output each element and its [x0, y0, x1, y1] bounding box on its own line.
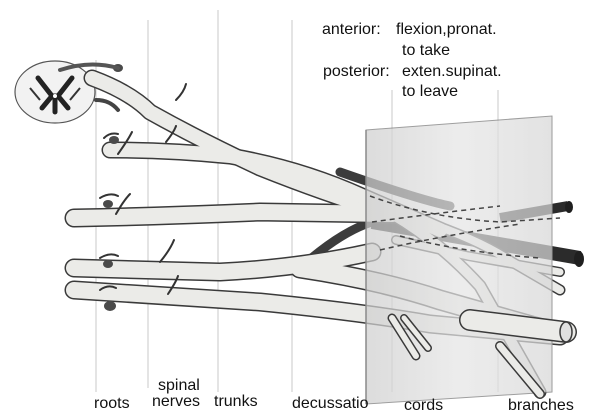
coronal-panel — [366, 116, 552, 404]
label-nerves: nerves — [152, 394, 200, 410]
label-decussation: decussatio — [292, 396, 369, 412]
spinal-cord-section — [15, 61, 95, 123]
posterior-meaning: to leave — [402, 84, 458, 100]
label-roots: roots — [94, 396, 130, 412]
anterior-label: anterior: — [322, 22, 381, 38]
label-cords: cords — [404, 398, 443, 414]
anterior-meaning: to take — [402, 43, 450, 59]
label-branches: branches — [508, 398, 574, 414]
label-spinal: spinal — [158, 378, 200, 394]
label-trunks: trunks — [214, 394, 258, 410]
posterior-label: posterior: — [323, 64, 390, 80]
posterior-action: exten.supinat. — [402, 64, 502, 80]
anterior-action: flexion,pronat. — [396, 22, 497, 38]
